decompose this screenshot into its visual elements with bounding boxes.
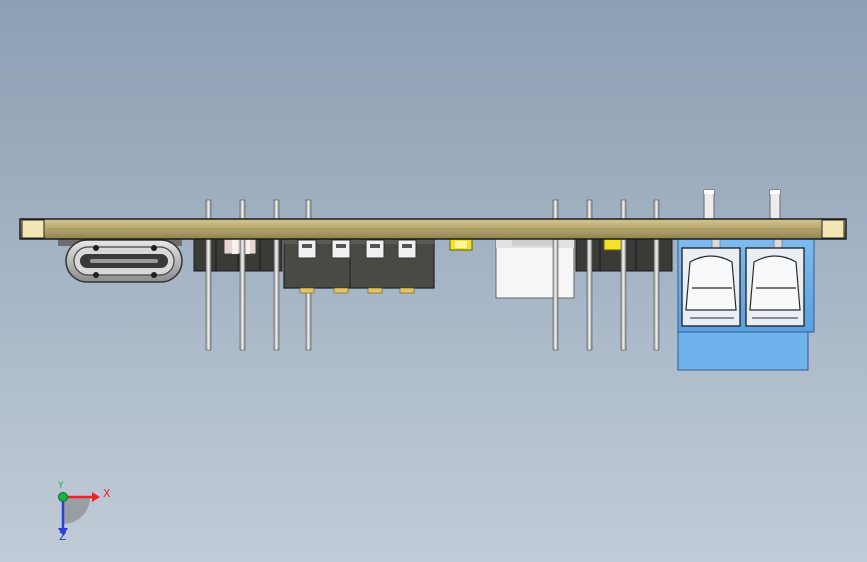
usb-c-hole-bottom-right: [151, 272, 157, 278]
header-pin: [586, 199, 593, 351]
terminal-post: [769, 189, 781, 223]
dip-foot: [333, 287, 349, 294]
y-axis-label: Y: [58, 481, 64, 491]
z-axis-head: [58, 528, 68, 536]
dip-foot: [299, 287, 315, 294]
triad-shadow: [63, 497, 90, 524]
dip-foot: [399, 287, 415, 294]
dip-slider: [397, 239, 417, 259]
white-connector: [495, 237, 575, 299]
pcb-right-plating: [821, 219, 845, 239]
y-axis-dot: [58, 492, 68, 502]
x-axis-label: X: [103, 487, 111, 500]
z-axis-label: Z: [59, 530, 67, 543]
header-pin: [239, 199, 246, 351]
usb-c-hole-left: [93, 245, 99, 251]
usb-c-hole-right: [151, 245, 157, 251]
usb-c-connector: [58, 238, 183, 283]
right-pin-header: [552, 199, 673, 351]
header-pin: [653, 199, 660, 351]
orientation-triad[interactable]: [58, 492, 100, 536]
header-pin: [552, 199, 559, 351]
terminal-clamp: [685, 255, 737, 311]
header-pin: [205, 199, 212, 351]
screw-terminal-block: [677, 189, 815, 371]
terminal-post: [703, 189, 715, 223]
header-pin: [620, 199, 627, 351]
terminal-base: [677, 331, 809, 371]
usb-c-hole-bottom-left: [93, 272, 99, 278]
smd-led: [449, 238, 473, 251]
dip-slider: [331, 239, 351, 259]
pcb-left-plating: [21, 219, 45, 239]
dip-slider: [297, 239, 317, 259]
dip-foot: [367, 287, 383, 294]
x-axis-head: [92, 492, 100, 502]
pcb-board: [19, 218, 847, 240]
dip-slider: [365, 239, 385, 259]
usb-c-contacts: [90, 259, 158, 263]
dip-switch: [283, 237, 435, 294]
header-pin: [273, 199, 280, 351]
terminal-clamp: [749, 255, 801, 311]
